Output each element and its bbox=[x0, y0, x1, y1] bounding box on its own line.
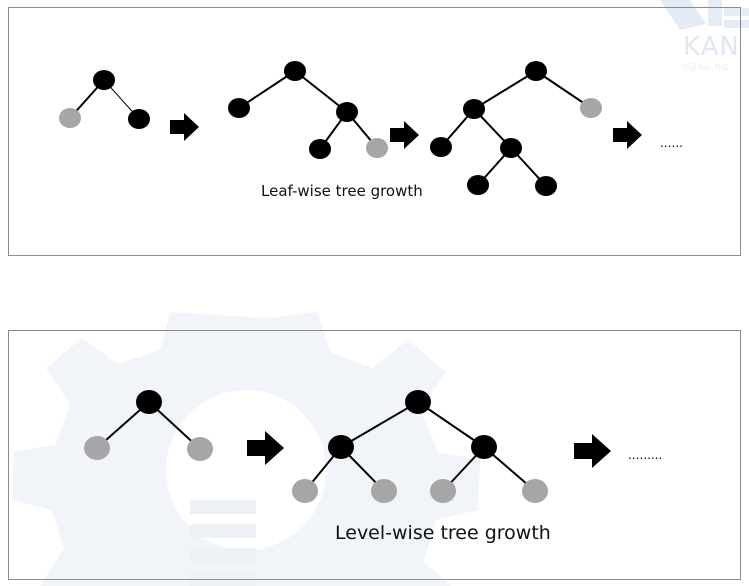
leaf-wise-continuation: ...... bbox=[660, 136, 683, 150]
leaf-wise-tree-3 bbox=[430, 61, 602, 196]
leaf-wise-tree-2 bbox=[228, 61, 388, 159]
tree-leaf-node bbox=[371, 479, 397, 503]
tree-leaf-node bbox=[430, 479, 456, 503]
watermark-tagline: 인공지능 자료 bbox=[682, 63, 729, 72]
tree-node bbox=[467, 175, 489, 195]
tree-leaf-node bbox=[522, 479, 548, 503]
tree-node bbox=[463, 99, 485, 119]
right-arrow-icon bbox=[613, 121, 642, 149]
level-wise-tree-1 bbox=[84, 390, 213, 461]
tree-node bbox=[525, 61, 547, 81]
tree-node bbox=[336, 102, 358, 122]
tree-node bbox=[535, 176, 557, 196]
right-arrow-icon bbox=[170, 113, 199, 141]
tree-node bbox=[309, 139, 331, 159]
tree-node bbox=[228, 98, 250, 118]
leaf-wise-trees bbox=[59, 61, 642, 196]
leaf-wise-tree-1 bbox=[59, 70, 150, 129]
tree-node bbox=[93, 70, 115, 90]
right-arrow-icon bbox=[247, 431, 284, 465]
tree-leaf-node bbox=[366, 138, 388, 158]
right-arrow-icon bbox=[390, 121, 419, 149]
level-wise-caption: Level-wise tree growth bbox=[335, 522, 551, 544]
level-wise-continuation: ......... bbox=[628, 448, 663, 462]
tree-node bbox=[136, 390, 162, 414]
tree-leaf-node bbox=[84, 436, 110, 460]
level-wise-trees bbox=[84, 390, 611, 503]
right-arrow-icon bbox=[574, 434, 611, 468]
tree-node bbox=[471, 435, 497, 459]
watermark-brand: KAN bbox=[683, 32, 740, 62]
tree-node bbox=[500, 138, 522, 158]
leaf-wise-panel bbox=[8, 7, 741, 256]
tree-leaf-node bbox=[59, 108, 81, 128]
level-wise-tree-2 bbox=[292, 390, 548, 503]
tree-node bbox=[405, 390, 431, 414]
leaf-wise-caption: Leaf-wise tree growth bbox=[261, 182, 423, 200]
tree-node bbox=[328, 435, 354, 459]
tree-node bbox=[430, 137, 452, 157]
tree-leaf-node bbox=[292, 479, 318, 503]
tree-leaf-node bbox=[580, 98, 602, 118]
tree-node bbox=[284, 61, 306, 81]
tree-node bbox=[128, 109, 150, 129]
level-wise-panel bbox=[8, 330, 741, 580]
tree-leaf-node bbox=[187, 437, 213, 461]
